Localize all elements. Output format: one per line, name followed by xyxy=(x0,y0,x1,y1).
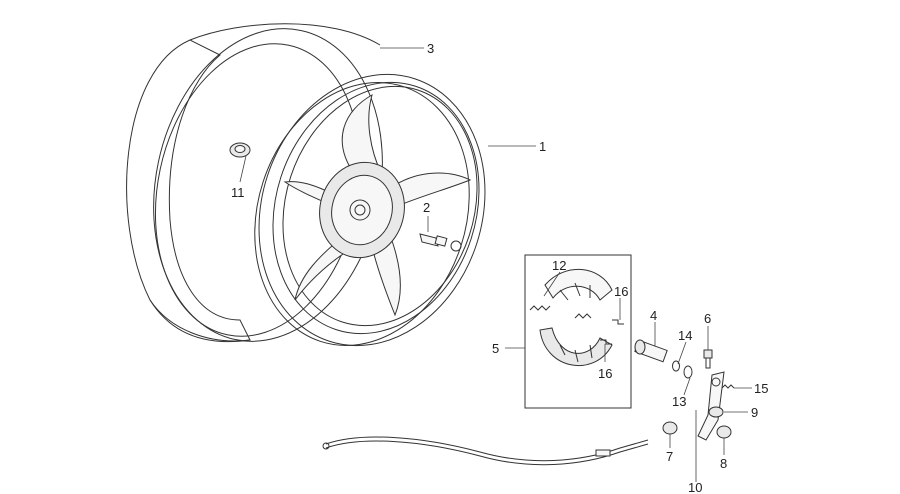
callout-10: 10 xyxy=(688,480,702,494)
callout-15: 15 xyxy=(754,381,768,396)
callout-8: 8 xyxy=(720,456,727,471)
bush-8 xyxy=(716,425,732,439)
callout-13: 13 xyxy=(672,394,686,409)
callouts: 3 1 2 11 12 16 5 16 4 14 6 15 13 9 7 8 1… xyxy=(231,41,768,494)
callout-6: 6 xyxy=(704,311,711,326)
callout-3: 3 xyxy=(427,41,434,56)
callout-4: 4 xyxy=(650,308,657,323)
callout-14: 14 xyxy=(678,328,692,343)
brake-cable xyxy=(322,436,649,466)
callout-16-lower: 16 xyxy=(598,366,612,381)
brake-lever-10 xyxy=(697,371,725,441)
tire xyxy=(126,23,383,343)
bush-7 xyxy=(662,421,678,435)
wheel-nut xyxy=(229,142,251,158)
leader-lines xyxy=(239,47,752,482)
callout-7: 7 xyxy=(666,449,673,464)
callout-2: 2 xyxy=(423,200,430,215)
wheel-rim xyxy=(254,73,486,347)
seal-ring-14 xyxy=(672,360,680,372)
bush-9 xyxy=(708,406,724,418)
brake-camshaft xyxy=(634,339,668,363)
callout-12: 12 xyxy=(552,258,566,273)
callout-5: 5 xyxy=(492,341,499,356)
bolt-6 xyxy=(703,349,713,369)
valve xyxy=(419,233,448,247)
washer-13 xyxy=(683,365,693,379)
callout-16-upper: 16 xyxy=(614,284,628,299)
callout-11: 11 xyxy=(231,185,245,200)
callout-9: 9 xyxy=(751,405,758,420)
spring-15 xyxy=(721,384,735,389)
callout-1: 1 xyxy=(539,139,546,154)
brake-shoe-kit-box xyxy=(524,254,632,409)
